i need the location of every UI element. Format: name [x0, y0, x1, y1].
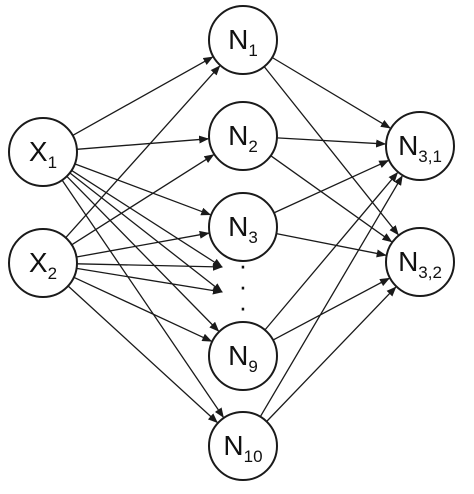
node-label-subscript: 2 — [48, 264, 57, 283]
node-label: N3 — [228, 211, 258, 247]
node-label-subscript: 9 — [248, 357, 257, 376]
ellipsis: · · · — [239, 250, 248, 322]
node-circle — [208, 192, 278, 262]
edge-x1-to-gap1 — [71, 169, 223, 268]
node-circle — [385, 227, 455, 297]
node-label: N10 — [223, 430, 262, 466]
node-label: X2 — [29, 247, 57, 283]
edge-x2-to-n3 — [76, 230, 210, 258]
node-label-subscript: 1 — [248, 41, 257, 60]
edge-x1-to-n3 — [74, 163, 212, 216]
node-label-base: N — [223, 430, 243, 461]
node-n3: N3 — [208, 192, 278, 262]
node-label-base: N — [228, 24, 248, 55]
edge-x2-to-n2 — [71, 154, 215, 246]
node-x2: X2 — [8, 228, 78, 298]
node-label: X1 — [29, 136, 57, 172]
edge-n9-to-n32 — [272, 277, 390, 341]
node-label: N3,2 — [398, 246, 442, 282]
node-label-base: N — [228, 211, 248, 242]
node-x1: X1 — [8, 117, 78, 187]
node-n31: N3,1 — [385, 111, 455, 181]
node-label-base: X — [29, 136, 48, 167]
edge-x1-to-n1 — [72, 56, 214, 136]
node-label-subscript: 1 — [48, 153, 57, 172]
edge-n1-to-n31 — [271, 56, 391, 129]
edge-n10-to-n32 — [266, 286, 397, 422]
node-label-subscript: 2 — [248, 137, 257, 156]
node-label-base: N — [398, 246, 418, 277]
edge-x1-to-n9 — [66, 175, 220, 332]
node-n9: N9 — [208, 321, 278, 391]
edges — [61, 56, 403, 424]
node-label-base: N — [228, 120, 248, 151]
node-label-subscript: 3,2 — [418, 263, 442, 282]
edge-n2-to-n32 — [270, 155, 393, 243]
node-n1: N1 — [208, 5, 278, 75]
ellipsis-dot-3: · — [239, 292, 248, 322]
node-circle — [208, 411, 278, 481]
node-label-base: N — [398, 130, 418, 161]
edge-x1-to-n2 — [76, 135, 210, 150]
edge-n2-to-n31 — [276, 137, 387, 148]
node-label: N1 — [228, 24, 258, 60]
node-label: N2 — [228, 120, 258, 156]
node-circle — [208, 101, 278, 171]
node-label: N9 — [228, 340, 258, 376]
node-circle — [385, 111, 455, 181]
edge-x1-to-gap2 — [69, 172, 223, 293]
edge-x2-to-gap2 — [76, 267, 223, 295]
node-n32: N3,2 — [385, 227, 455, 297]
node-circle — [8, 117, 78, 187]
node-label-subscript: 3,1 — [418, 147, 442, 166]
edge-x2-to-n9 — [73, 276, 213, 342]
node-n2: N2 — [208, 101, 278, 171]
ellipsis-dot-2: · — [239, 271, 248, 301]
node-n10: N10 — [208, 411, 278, 481]
edge-n3-to-n32 — [276, 232, 387, 258]
edge-n9-to-n31 — [264, 172, 399, 331]
node-label-base: N — [228, 340, 248, 371]
node-circle — [8, 228, 78, 298]
edge-x2-to-n1 — [65, 65, 221, 239]
edge-x1-to-n10 — [61, 179, 224, 418]
edge-x2-to-n10 — [67, 285, 218, 424]
edge-x2-to-gap1 — [76, 262, 223, 271]
node-label: N3,1 — [398, 130, 442, 166]
node-label-subscript: 10 — [244, 447, 263, 466]
node-circle — [208, 5, 278, 75]
edge-n10-to-n31 — [259, 175, 403, 418]
ellipsis-dot-1: · — [239, 250, 248, 280]
node-circle — [208, 321, 278, 391]
edge-n1-to-n32 — [263, 66, 399, 236]
node-label-subscript: 3 — [248, 228, 257, 247]
edge-n3-to-n31 — [273, 160, 390, 214]
node-label-base: X — [29, 247, 48, 278]
